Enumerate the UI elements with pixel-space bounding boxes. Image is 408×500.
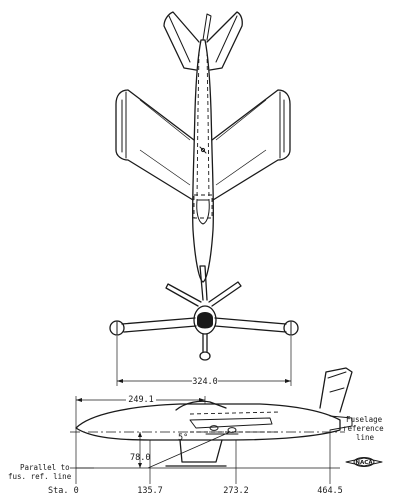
- side-view: 5° 78.0 249.1 Fuselage reference line Pa…: [8, 367, 384, 496]
- front-wing-left: [121, 317, 197, 333]
- side-fin-inner: [327, 371, 347, 393]
- parallel-label-1: Parallel to: [20, 463, 70, 472]
- side-ventral: [179, 439, 223, 463]
- front-span-arrow-left: [117, 379, 123, 383]
- side-height-arrow-top: [138, 432, 142, 437]
- front-fuselage: [193, 305, 217, 335]
- plan-wing-left-panel: [139, 99, 191, 186]
- side-top-dim-label-bg: [126, 394, 156, 404]
- plan-wing-right: [211, 89, 291, 201]
- front-ventral-pod: [199, 351, 211, 361]
- front-view: 324.0: [109, 265, 299, 387]
- side-top-dim-label: 249.1: [128, 395, 154, 405]
- front-fin: [199, 265, 208, 301]
- plan-fin: [202, 13, 212, 41]
- front-intake: [197, 312, 213, 329]
- front-tip-pod-left: [109, 320, 125, 336]
- front-span-arrow-right: [285, 379, 291, 383]
- plan-tail-right-inner: [215, 15, 238, 63]
- fus-ref-label-1: Fuselage: [346, 415, 383, 424]
- plan-tail-right: [206, 11, 243, 71]
- side-top-dim-arrow-right: [199, 398, 205, 402]
- side-canopy: [175, 400, 227, 411]
- front-vtail-right: [208, 281, 242, 307]
- side-angle-label: 5°: [178, 433, 188, 443]
- front-ventral: [202, 333, 208, 353]
- side-duct-dashed: [189, 411, 281, 433]
- side-fuselage: [75, 403, 341, 441]
- plan-wing-left-tip: [121, 91, 127, 159]
- fus-ref-label-2: reference: [343, 424, 384, 433]
- parallel-label-2: fus. ref. line: [8, 472, 72, 481]
- side-top-dim-arrow-left: [76, 398, 82, 402]
- station-label-2: 273.2: [223, 486, 249, 496]
- plan-cg-tick: [199, 146, 207, 154]
- naca-logo-oval: [353, 457, 375, 467]
- front-wing-right: [214, 317, 287, 333]
- naca-logo-wings: [345, 457, 383, 467]
- plan-tail-left-inner: [168, 15, 191, 63]
- naca-logo: NACA: [345, 457, 383, 467]
- plan-wing-right-panel: [215, 99, 267, 186]
- plan-wing-right-tip: [279, 91, 285, 159]
- front-tip-pod-right: [283, 320, 299, 336]
- side-angle-line: [147, 431, 231, 469]
- side-tailcone: [329, 415, 353, 431]
- station-label-1: 135.7: [137, 486, 163, 496]
- fus-ref-label-3: line: [356, 433, 375, 442]
- plan-view: [115, 11, 291, 283]
- naca-logo-text: NACA: [355, 460, 373, 466]
- side-height-label: 78.0: [130, 453, 150, 463]
- side-fin: [319, 367, 353, 413]
- front-vtail-left: [165, 283, 202, 307]
- front-span-label-bg: [192, 376, 218, 386]
- front-span-label: 324.0: [192, 377, 218, 387]
- side-wing: [189, 417, 273, 429]
- plan-tail-left: [163, 11, 200, 71]
- plan-fuselage: [191, 39, 215, 283]
- plan-cg-mark: [200, 147, 206, 153]
- plan-canopy-dashed: [193, 194, 213, 219]
- station-label-3: 464.5: [317, 486, 343, 496]
- plan-wing-left: [115, 89, 195, 201]
- station-label-0: Sta. 0: [48, 486, 79, 496]
- side-detail-1: [209, 425, 219, 431]
- plan-canopy: [196, 199, 210, 225]
- side-detail-2: [227, 427, 237, 433]
- side-height-arrow-bottom: [138, 463, 142, 468]
- plan-duct-dashed: [196, 51, 210, 201]
